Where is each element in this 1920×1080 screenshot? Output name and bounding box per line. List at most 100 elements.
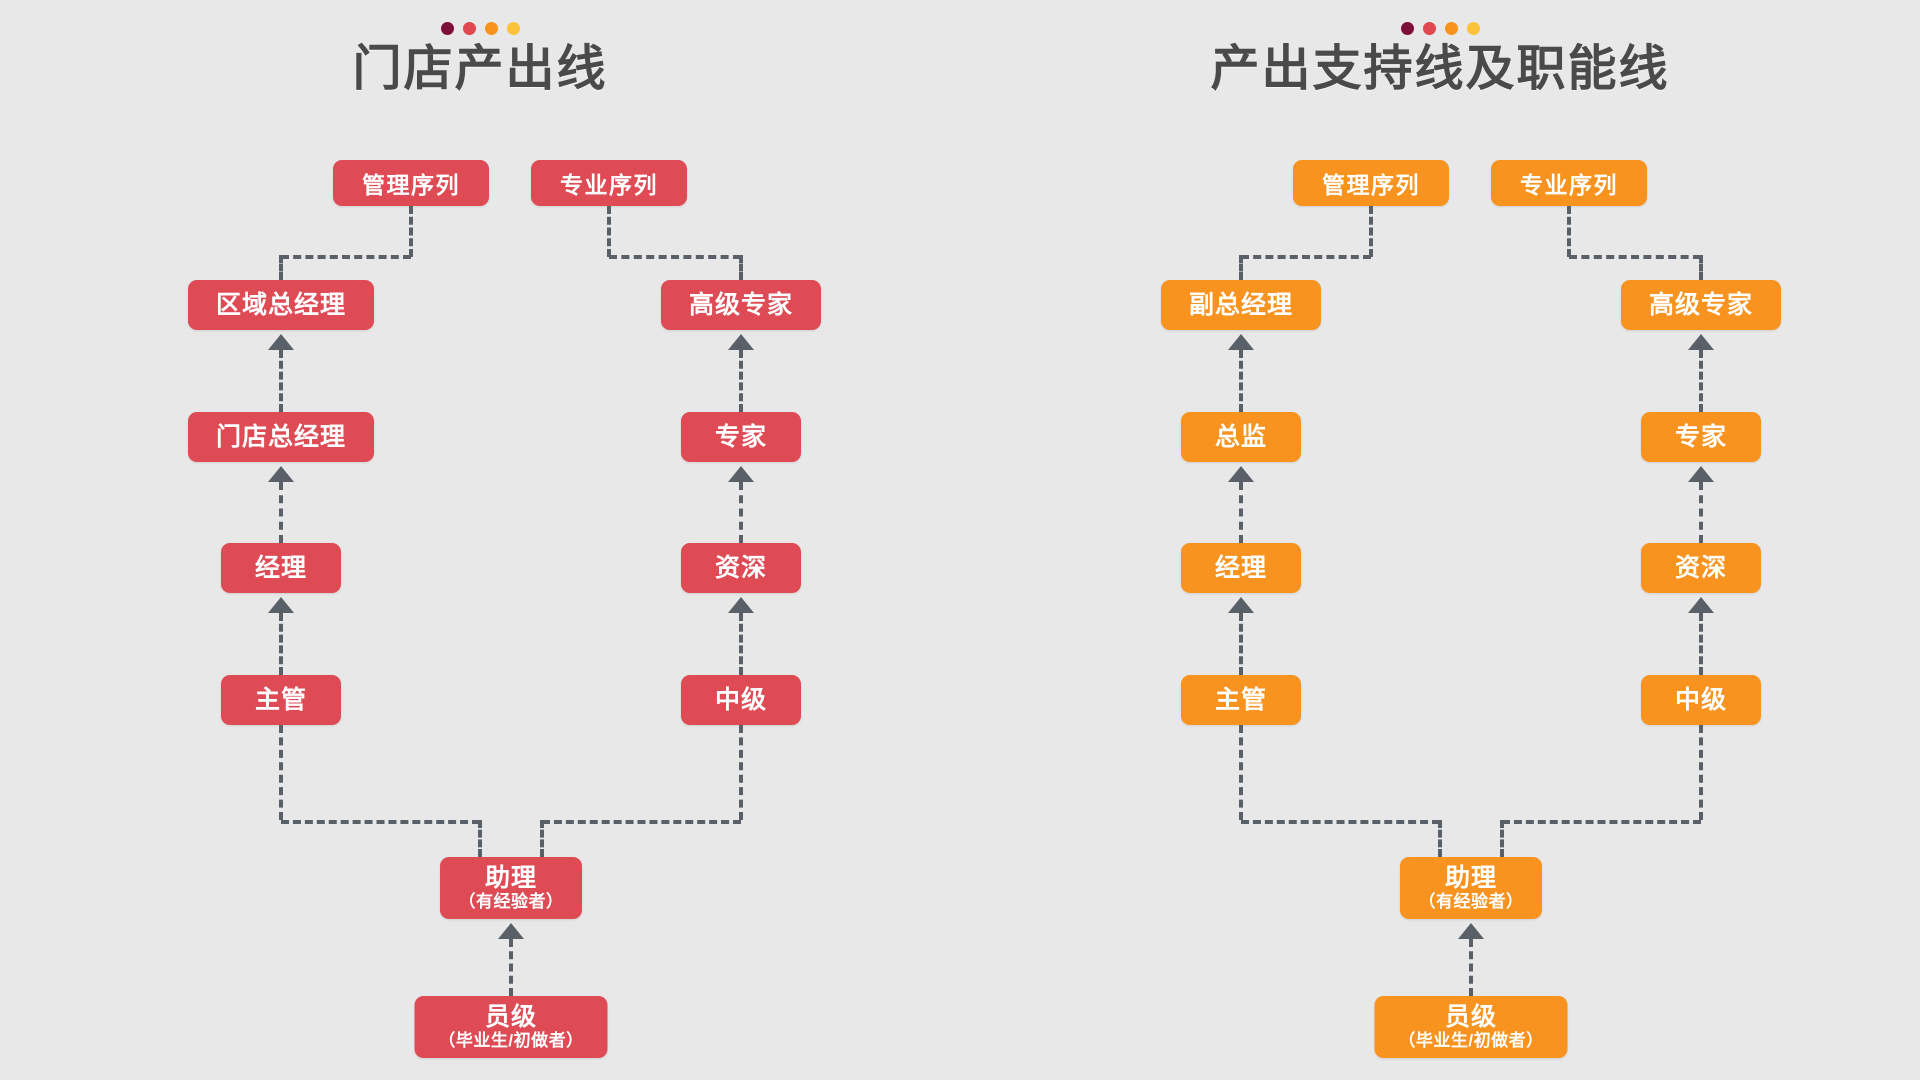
connector-management-1 [279, 482, 283, 543]
node-label: 门店总经理 [215, 423, 346, 451]
node-professional-3[interactable]: 中级 [1641, 675, 1761, 725]
connector-badge-management-stub [1369, 206, 1373, 257]
connector-badge-professional-elbow [1569, 255, 1701, 259]
node-professional-3[interactable]: 中级 [681, 675, 801, 725]
node-junior[interactable]: 员级（毕业生/初做者） [414, 996, 608, 1058]
node-label: 副总经理 [1188, 291, 1293, 319]
node-management-1[interactable]: 总监 [1181, 412, 1301, 462]
node-label: 中级 [1674, 686, 1727, 714]
connector-professional-1 [739, 482, 743, 543]
connector-bottom-management-elbow [1241, 820, 1440, 824]
connector-junior-to-assistant [1469, 939, 1473, 996]
connector-badge-professional-drop [739, 255, 743, 280]
arrowhead-icon-professional-2 [728, 597, 754, 613]
connector-management-1 [1239, 482, 1243, 543]
title-block: 门店产出线 [0, 22, 960, 99]
panel-title: 产出支持线及职能线 [1210, 42, 1670, 96]
connector-bottom-management-leg [1239, 725, 1243, 820]
panel-output-support-and-function-line: 产出支持线及职能线管理序列专业序列副总经理总监经理主管高级专家专家资深中级助理（… [960, 0, 1920, 1080]
node-sublabel: （有经验者） [1418, 892, 1524, 912]
connector-management-2 [1239, 613, 1243, 675]
node-assistant[interactable]: 助理（有经验者） [1400, 857, 1542, 919]
node-label: 员级 [484, 1003, 537, 1032]
connector-badge-professional-stub [607, 206, 611, 257]
node-label: 助理 [1444, 864, 1497, 893]
arrowhead-icon-management-2 [1228, 597, 1254, 613]
connector-professional-0 [739, 350, 743, 412]
node-management-2[interactable]: 经理 [1181, 543, 1301, 593]
connector-badge-management-drop [279, 255, 283, 280]
node-professional-0[interactable]: 高级专家 [1621, 280, 1781, 330]
node-management-0[interactable]: 副总经理 [1161, 280, 1321, 330]
panel-title: 门店产出线 [352, 42, 608, 96]
dot-icon-3 [484, 22, 498, 35]
connector-assistant-stub-right [1500, 820, 1504, 857]
arrowhead-icon-professional-1 [1688, 466, 1714, 482]
connector-assistant-stub-left [1438, 820, 1442, 857]
node-management-0[interactable]: 区域总经理 [188, 280, 374, 330]
dot-icon-2 [462, 22, 476, 35]
connector-professional-0 [1699, 350, 1703, 412]
arrowhead-icon-management-2 [268, 597, 294, 613]
connector-management-2 [279, 613, 283, 675]
panel-store-output-line: 门店产出线管理序列专业序列区域总经理门店总经理经理主管 高级专家专家资深中级助理（… [0, 22, 960, 1058]
node-label: 主管 [254, 686, 307, 714]
connector-management-0 [279, 350, 283, 412]
node-professional-1[interactable]: 专家 [1641, 412, 1761, 462]
connector-professional-2 [739, 613, 743, 675]
arrowhead-icon-management-0 [1228, 334, 1254, 350]
badge-professional-track[interactable]: 专业序列 [1491, 160, 1647, 206]
dot-icon-2 [1422, 22, 1436, 35]
node-label: 高级专家 [688, 291, 793, 319]
dot-icon-1 [440, 22, 454, 35]
connector-badge-professional-elbow [609, 255, 741, 259]
node-management-1[interactable]: 门店总经理 [188, 412, 374, 462]
dot-icon-4 [1466, 22, 1480, 35]
decorative-dots [0, 22, 960, 35]
node-label: 总监 [1214, 423, 1267, 451]
dot-icon-3 [1444, 22, 1458, 35]
node-professional-2[interactable]: 资深 [681, 543, 801, 593]
dot-icon-4 [506, 22, 520, 35]
connector-bottom-professional-leg [739, 725, 743, 820]
connector-bottom-professional-leg [1699, 725, 1703, 820]
decorative-dots [960, 22, 1920, 35]
node-label: 经理 [254, 554, 307, 582]
node-professional-2[interactable]: 资深 [1641, 543, 1761, 593]
node-professional-0[interactable]: 高级专家 [661, 280, 821, 330]
connector-bottom-management-elbow [281, 820, 480, 824]
connector-management-0 [1239, 350, 1243, 412]
title-block: 产出支持线及职能线 [960, 22, 1920, 99]
node-sublabel: （毕业生/初做者） [1398, 1031, 1544, 1051]
dot-icon-1 [1400, 22, 1414, 35]
badge-management-track[interactable]: 管理序列 [333, 160, 489, 206]
node-label: 区域总经理 [215, 291, 346, 319]
arrowhead-icon-professional-0 [728, 334, 754, 350]
connector-badge-management-elbow [281, 255, 411, 259]
badge-professional-track[interactable]: 专业序列 [531, 160, 687, 206]
node-professional-1[interactable]: 专家 [681, 412, 801, 462]
node-label: 资深 [1674, 554, 1727, 582]
node-sublabel: （有经验者） [458, 892, 564, 912]
connector-badge-management-drop [1239, 255, 1243, 280]
arrowhead-icon-assistant [498, 923, 524, 939]
node-junior[interactable]: 员级（毕业生/初做者） [1374, 996, 1568, 1058]
node-label: 资深 [714, 554, 767, 582]
node-label: 中级 [714, 686, 767, 714]
connector-assistant-stub-right [540, 820, 544, 857]
connector-professional-1 [1699, 482, 1703, 543]
node-management-3[interactable]: 主管 [1181, 675, 1301, 725]
node-label: 助理 [484, 864, 537, 893]
node-label: 经理 [1214, 554, 1267, 582]
arrowhead-icon-professional-2 [1688, 597, 1714, 613]
badge-management-track[interactable]: 管理序列 [1293, 160, 1449, 206]
node-assistant[interactable]: 助理（有经验者） [440, 857, 582, 919]
node-management-2[interactable]: 经理 [221, 543, 341, 593]
connector-badge-management-stub [409, 206, 413, 257]
arrowhead-icon-assistant [1458, 923, 1484, 939]
arrowhead-icon-management-0 [268, 334, 294, 350]
node-management-3[interactable]: 主管 [221, 675, 341, 725]
node-label: 专家 [714, 423, 767, 451]
node-label: 专家 [1674, 423, 1727, 451]
